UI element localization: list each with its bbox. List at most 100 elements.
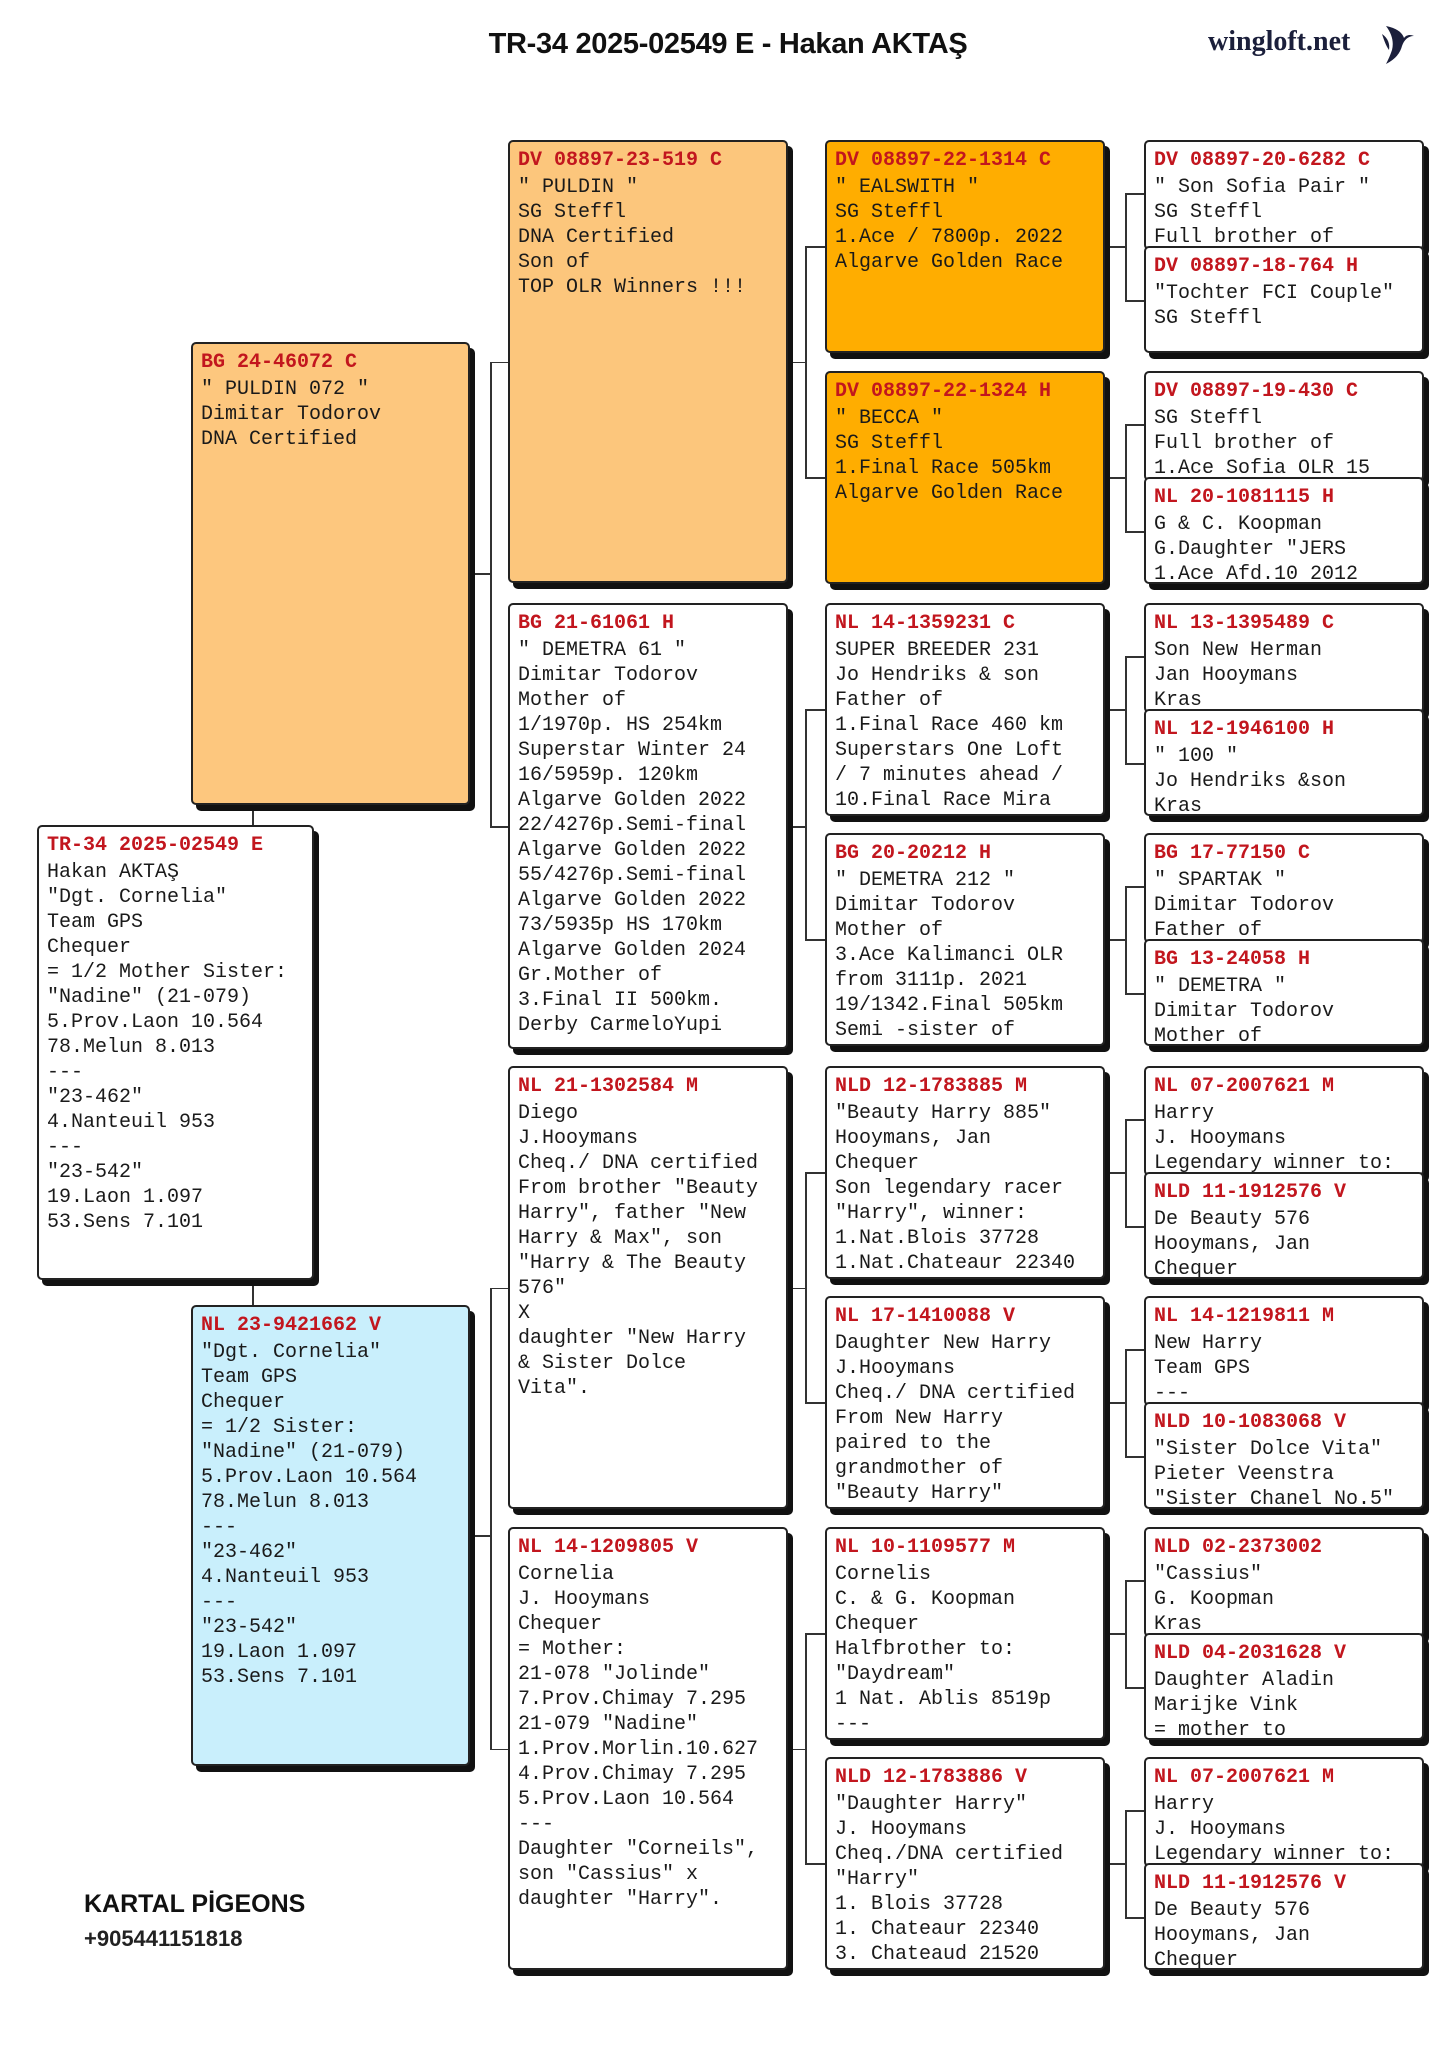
connector-line [1125, 1810, 1144, 1812]
ring-number: BG 17-77150 C [1154, 842, 1311, 865]
connector-line [252, 1275, 254, 1310]
pigeon-info-line: 19/1342.Final 505km [835, 994, 1064, 1017]
pigeon-info-line: Harry & Max", son [518, 1227, 723, 1250]
pigeon-info-line: Gr.Mother of [518, 964, 663, 987]
pigeon-info-line: " EALSWITH " [835, 176, 980, 199]
pigeon-info-line: Kras [1154, 1613, 1203, 1636]
pigeon-info-line: 78.Melun 8.013 [47, 1036, 216, 1059]
ring-number: DV 08897-19-430 C [1154, 380, 1359, 403]
pigeon-info-line: --- [47, 1136, 84, 1159]
pigeon-info-line: 5.Prov.Laon 10.564 [47, 1011, 264, 1034]
ring-number: NLD 02-2373002 [1154, 1536, 1323, 1559]
pigeon-info-line: grandmother of [835, 1457, 1004, 1480]
connector-line [1125, 193, 1127, 300]
pigeon-info-line: " DEMETRA " [1154, 975, 1287, 998]
connector-line [490, 361, 508, 363]
connector-line [805, 246, 825, 248]
pigeon-info-line: SUPER BREEDER 231 [835, 639, 1040, 662]
pigeon-info-line: SG Steffl [518, 201, 627, 224]
ring-number: NL 12-1946100 H [1154, 718, 1335, 741]
connector-line [490, 361, 492, 826]
pigeon-info-line: daughter "Harry". [518, 1888, 723, 1911]
pigeon-info-line: --- [835, 1713, 872, 1736]
ring-number: NLD 12-1783886 V [835, 1766, 1028, 1789]
pigeon-info-line: "Harry & The Beauty [518, 1252, 747, 1275]
pigeon-info-line: G. Koopman [1154, 1588, 1275, 1611]
pigeon-info-line: 1.Ace / 7800p. 2022 [835, 226, 1064, 249]
pigeon-info-line: " DEMETRA 61 " [518, 639, 687, 662]
pigeon-info-line: Superstar Winter 24 [518, 739, 747, 762]
pigeon-info-line: = 1/2 Sister: [201, 1416, 358, 1439]
connector-line [805, 1633, 807, 1863]
pigeon-info-line: / 7 minutes ahead / [835, 764, 1064, 787]
pigeon-info-line: "Dgt. Cornelia" [201, 1341, 382, 1364]
pigeon-info-line: & Sister Dolce [518, 1352, 687, 1375]
pigeon-info-line: --- [1154, 1382, 1191, 1405]
great-grandparent-card: NLD 12-1783886 V"Daughter Harry"J. Hooym… [825, 1757, 1105, 1970]
connector-line [1105, 246, 1125, 248]
pigeon-info-line: SG Steffl [1154, 307, 1263, 330]
connector-line [805, 1402, 825, 1404]
pigeon-info-line: 21-079 "Nadine" [518, 1713, 699, 1736]
pigeon-info-line: Chequer [835, 1613, 920, 1636]
connector-line [1125, 1687, 1144, 1689]
connector-line [1125, 763, 1144, 765]
pigeon-info-line: Cheq./ DNA certified [835, 1382, 1076, 1405]
pigeon-info-line: Jo Hendriks & son [835, 664, 1040, 687]
pigeon-info-line: " Son Sofia Pair " [1154, 176, 1371, 199]
bird-icon [1382, 26, 1414, 64]
pigeon-info-line: SG Steffl [1154, 407, 1263, 430]
pigeon-info-line: 576" [518, 1277, 567, 1300]
pigeon-info-line: 1.Final Race 505km [835, 457, 1052, 480]
pigeon-info-line: J. Hooymans [1154, 1127, 1287, 1150]
pigeon-info-line: daughter "New Harry [518, 1327, 747, 1350]
pigeon-info-line: Algarve Golden 2022 [518, 789, 747, 812]
pigeon-info-line: Hakan AKTAŞ [47, 861, 180, 884]
connector-line [1125, 1119, 1127, 1226]
grandparent-card: BG 21-61061 H" DEMETRA 61 "Dimitar Todor… [508, 603, 788, 1049]
connector-line [805, 1172, 807, 1402]
connector-line [1105, 1172, 1125, 1174]
pigeon-info-line: "Nadine" (21-079) [201, 1441, 406, 1464]
pigeon-info-line: 16/5959p. 120km [518, 764, 699, 787]
pigeon-info-line: 3. Chateaud 21520 [835, 1943, 1040, 1966]
connector-line [1125, 1119, 1144, 1121]
pigeon-info-line: 19.Laon 1.097 [201, 1641, 358, 1664]
pigeon-info-line: " DEMETRA 212 " [835, 869, 1016, 892]
pigeon-info-line: Hooymans, Jan [1154, 1924, 1311, 1947]
connector-line [805, 1172, 825, 1174]
pigeon-info-line: Dimitar Todorov [518, 664, 699, 687]
pigeon-info-line: 5.Prov.Laon 10.564 [518, 1788, 735, 1811]
pigeon-info-line: "Dgt. Cornelia" [47, 886, 228, 909]
pigeon-info-line: Hooymans, Jan [835, 1127, 992, 1150]
ring-number: NL 13-1395489 C [1154, 612, 1335, 635]
pigeon-info-line: 73/5935p HS 170km [518, 914, 723, 937]
pigeon-info-line: J.Hooymans [518, 1127, 639, 1150]
ring-number: NL 23-9421662 V [201, 1314, 382, 1337]
pigeon-info-line: Cheq./DNA certified [835, 1843, 1064, 1866]
pigeon-info-line: Son of [518, 251, 591, 274]
pigeon-info-line: Algarve Golden Race [835, 251, 1064, 274]
ring-number: NLD 04-2031628 V [1154, 1642, 1347, 1665]
connector-line [490, 1287, 492, 1749]
pigeon-info-line: Halfbrother to: [835, 1638, 1016, 1661]
pigeon-info-line: Dimitar Todorov [1154, 894, 1335, 917]
pigeon-info-line: 1. Blois 37728 [835, 1893, 1004, 1916]
pigeon-info-line: Algarve Golden 2022 [518, 839, 747, 862]
pigeon-info-line: from 3111p. 2021 [835, 969, 1028, 992]
ring-number: BG 24-46072 C [201, 351, 358, 374]
great-great-grandparent-card: DV 08897-18-764 H"Tochter FCI Couple"SG … [1144, 246, 1424, 353]
pigeon-info-line: "Beauty Harry 885" [835, 1102, 1052, 1125]
pigeon-info-line: Son legendary racer [835, 1177, 1064, 1200]
connector-line [1125, 1810, 1127, 1917]
